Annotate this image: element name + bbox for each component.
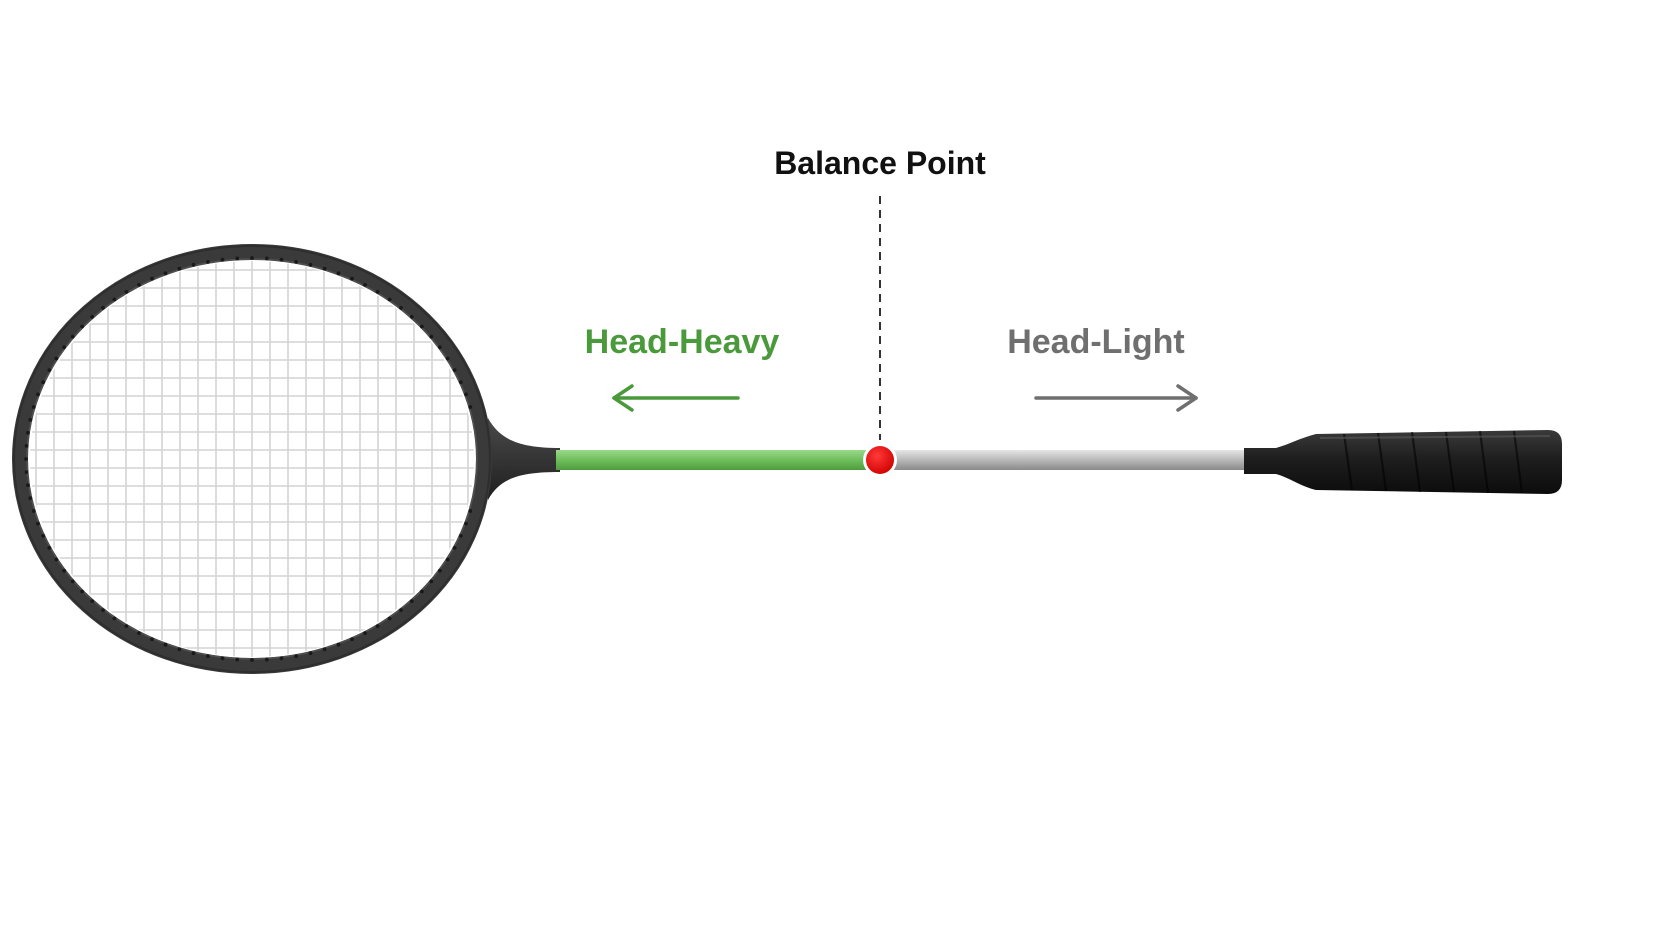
arrow-right-icon: [1034, 384, 1198, 412]
racket-grip: [1244, 430, 1562, 494]
racket-throat: [488, 418, 560, 500]
arrow-left-icon: [612, 384, 740, 412]
string-bed: [30, 261, 474, 657]
frame-grommets: [24, 256, 473, 662]
balance-point-label: Balance Point: [774, 145, 986, 181]
shaft-head-heavy-section: [556, 450, 880, 470]
racket-frame: [12, 244, 492, 674]
head-light-label: Head-Light: [1007, 323, 1185, 361]
head-heavy-label: Head-Heavy: [585, 323, 780, 361]
shaft-head-light-section: [880, 450, 1246, 470]
